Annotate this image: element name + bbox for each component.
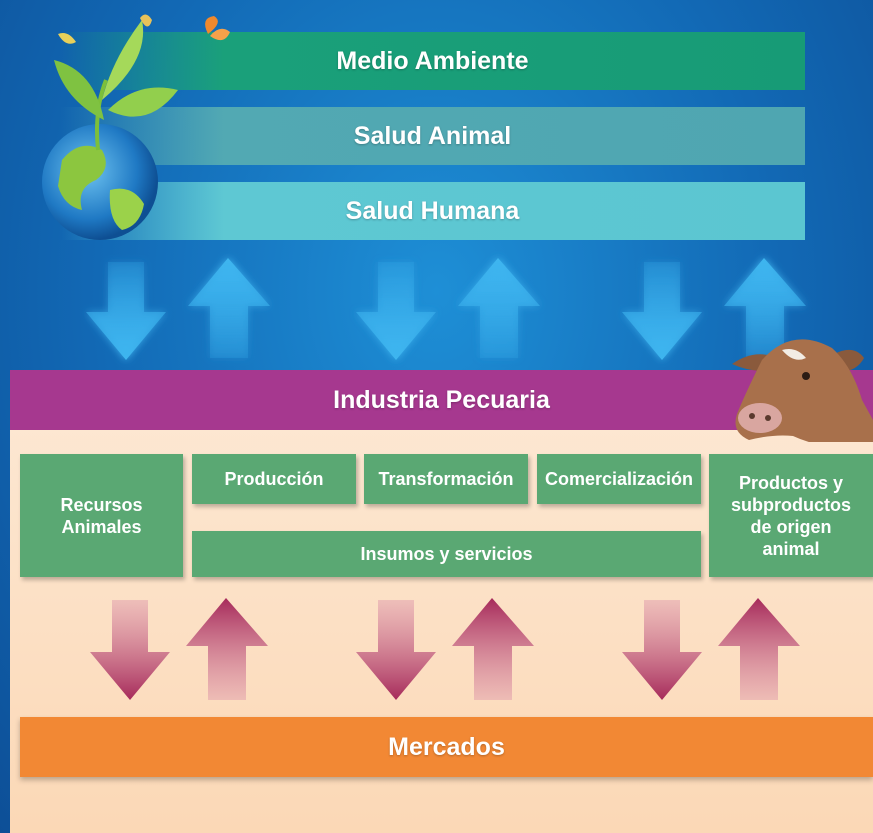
band-salud-humana-label: Salud Humana	[345, 196, 520, 225]
box-insumos-label: Insumos y servicios	[360, 544, 533, 564]
box-produccion-label: Producción	[224, 469, 324, 489]
box-comercializacion: Comercialización	[537, 454, 701, 504]
box-recursos-label: Recursos Animales	[60, 494, 143, 537]
blue-arrow-down-3	[622, 262, 702, 360]
blue-arrow-down-2	[356, 262, 436, 360]
blue-arrow-up-1	[188, 258, 270, 358]
band-salud-animal: Salud Animal	[60, 107, 805, 165]
blue-arrow-up-2	[458, 258, 540, 358]
band-industria-label: Industria Pecuaria	[333, 385, 550, 414]
butterfly-icon	[205, 16, 230, 41]
blue-arrow-up-3	[724, 258, 806, 358]
cow-head-icon	[732, 339, 873, 442]
box-productos-label: Productos y subproductos de origen anima…	[731, 472, 851, 559]
band-medio-ambiente: Medio Ambiente	[60, 32, 805, 90]
red-arrow-up-3	[718, 598, 800, 700]
red-arrow-up-2	[452, 598, 534, 700]
band-salud-humana: Salud Humana	[60, 182, 805, 240]
red-arrow-down-1	[90, 600, 170, 700]
band-medio-ambiente-label: Medio Ambiente	[336, 46, 529, 75]
box-recursos-animales: Recursos Animales	[20, 454, 183, 577]
band-industria-pecuaria: Industria Pecuaria	[10, 370, 873, 430]
box-produccion: Producción	[192, 454, 356, 504]
red-arrow-down-2	[356, 600, 436, 700]
blue-arrows	[86, 258, 806, 360]
box-transformacion: Transformación	[364, 454, 528, 504]
band-salud-animal-label: Salud Animal	[353, 121, 512, 150]
blue-arrow-down-1	[86, 262, 166, 360]
box-insumos-servicios: Insumos y servicios	[192, 531, 701, 577]
band-mercados-label: Mercados	[388, 732, 505, 761]
band-mercados: Mercados	[20, 717, 873, 777]
red-arrow-down-3	[622, 600, 702, 700]
box-transformacion-label: Transformación	[378, 469, 514, 489]
box-productos-subproductos: Productos y subproductos de origen anima…	[709, 454, 873, 577]
box-comercializacion-label: Comercialización	[544, 469, 694, 489]
globe-with-plant-icon	[42, 14, 178, 240]
red-arrow-up-1	[186, 598, 268, 700]
